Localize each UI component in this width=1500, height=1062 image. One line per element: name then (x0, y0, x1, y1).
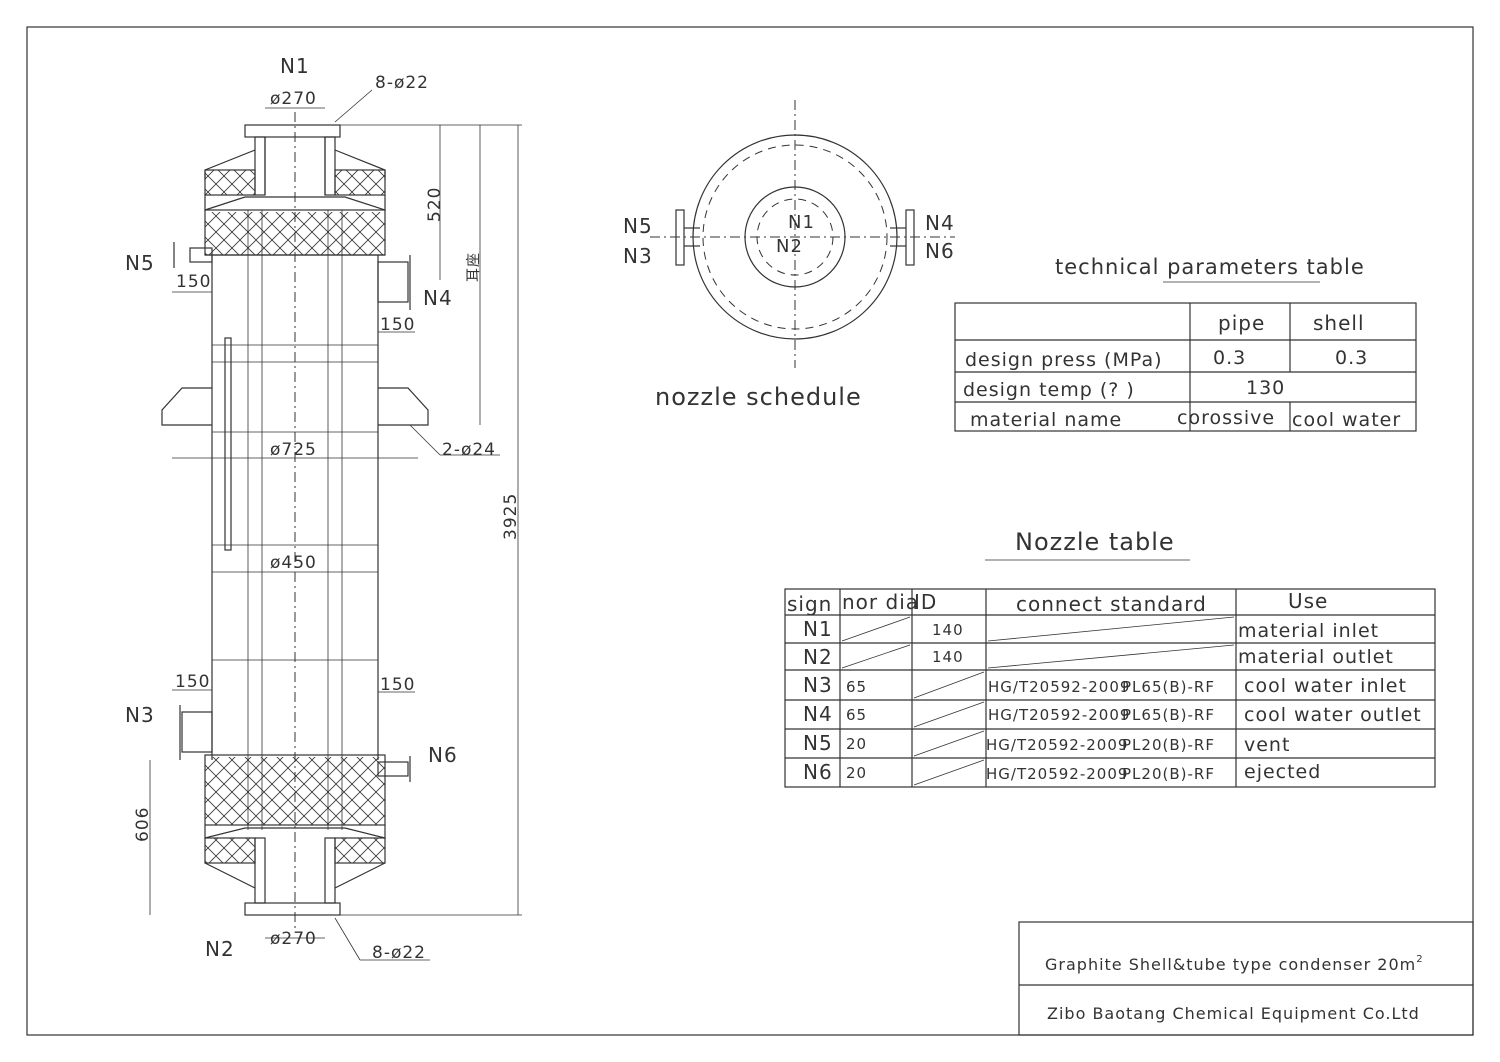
dim-n5-offset: 150 (176, 272, 211, 292)
table-row: N1 140 material inlet (803, 617, 1379, 642)
nozzle-nor: 65 (846, 706, 867, 724)
sheet-border (26, 26, 1474, 1036)
nozzle-sign: N3 (803, 673, 833, 697)
plan-label-n6: N6 (925, 239, 955, 263)
nozzle-table-title: Nozzle table (1015, 528, 1175, 556)
dim-bottom-bolts: 8-ø22 (372, 943, 426, 963)
title-company: Zibo Baotang Chemical Equipment Co.Ltd (1047, 1004, 1420, 1023)
nozzle-use: cool water outlet (1244, 704, 1422, 726)
nozzle-head-nor-dia: nor dia (842, 590, 919, 614)
dim-606: 606 (133, 807, 153, 842)
tech-row-press-shell: 0.3 (1335, 347, 1368, 369)
label-n5: N5 (125, 251, 155, 275)
nozzle-head-sign: sign (787, 592, 832, 616)
nozzle-sign: N2 (803, 645, 833, 669)
nozzle-nor: 20 (846, 735, 867, 753)
plan-label-n4: N4 (925, 211, 955, 235)
plan-caption: nozzle schedule (655, 383, 862, 411)
label-n2: N2 (205, 937, 235, 961)
elevation-view (149, 89, 522, 961)
table-row: N5 20 HG/T20592-2009 PL20(B)-RF vent (803, 731, 1290, 756)
title-product-superscript: 2 (1416, 954, 1423, 965)
dim-inner-dia: ø450 (270, 553, 317, 573)
table-row: N6 20 HG/T20592-2009 PL20(B)-RF ejected (803, 760, 1321, 784)
plan-view (650, 100, 955, 368)
tech-table-grid (954, 302, 1417, 432)
dim-support-holes: 2-ø24 (442, 440, 496, 460)
nozzle-use: material inlet (1238, 620, 1379, 642)
label-n6: N6 (428, 743, 458, 767)
nozzle-nor: 20 (846, 764, 867, 782)
nozzle-use: ejected (1244, 761, 1321, 783)
nozzle-standard-flange: PL65(B)-RF (1122, 706, 1215, 724)
label-n3: N3 (125, 703, 155, 727)
label-support-chinese: 耳座 (466, 252, 482, 282)
nozzle-standard: HG/T20592-2009 (986, 765, 1128, 783)
tech-row-material-label: material name (970, 409, 1122, 431)
nozzle-nor: 65 (846, 678, 867, 696)
nozzle-id: 140 (932, 621, 964, 639)
label-n4: N4 (423, 286, 453, 310)
nozzle-standard-flange: PL20(B)-RF (1122, 736, 1215, 754)
nozzle-sign: N1 (803, 617, 833, 641)
title-block (1018, 921, 1474, 1036)
nozzle-use: vent (1244, 734, 1290, 756)
plan-label-n5: N5 (623, 214, 653, 238)
nozzle-use: cool water inlet (1244, 675, 1407, 697)
nozzle-use: material outlet (1238, 646, 1394, 668)
nozzle-head-standard: connect standard (1016, 592, 1207, 616)
tech-row-material-pipe: corossive (1177, 407, 1275, 429)
nozzle-standard: HG/T20592-2009 (988, 678, 1130, 696)
dim-3925: 3925 (501, 493, 521, 540)
dim-top-flange: ø270 (270, 89, 317, 109)
nozzle-id: 140 (932, 648, 964, 666)
nozzle-head-use: Use (1288, 589, 1328, 613)
dim-top-bolts: 8-ø22 (375, 73, 429, 93)
dim-n6-offset: 150 (380, 675, 415, 695)
tech-table-title: technical parameters table (1055, 255, 1365, 279)
nozzle-standard-flange: PL65(B)-RF (1122, 678, 1215, 696)
plan-label-n2: N2 (776, 236, 803, 257)
table-row: N2 140 material outlet (803, 645, 1394, 669)
tech-row-material-shell: cool water (1292, 409, 1401, 431)
table-row: N3 65 HG/T20592-2009 PL65(B)-RF cool wat… (803, 673, 1407, 697)
title-product: Graphite Shell&tube type condenser 20m2 (1045, 954, 1424, 974)
nozzle-head-id: ID (914, 590, 937, 614)
plan-label-n1: N1 (788, 212, 815, 233)
dim-n3-offset: 150 (175, 672, 210, 692)
nozzle-standard-flange: PL20(B)-RF (1122, 765, 1215, 783)
nozzle-standard: HG/T20592-2009 (988, 706, 1130, 724)
table-row: N4 65 HG/T20592-2009 PL65(B)-RF cool wat… (803, 702, 1422, 726)
tech-col-pipe: pipe (1218, 311, 1265, 335)
tech-row-temp-value: 130 (1246, 377, 1285, 399)
nozzle-sign: N4 (803, 702, 833, 726)
nozzle-table-grid (784, 588, 1436, 788)
plan-label-n3: N3 (623, 244, 653, 268)
nozzle-sign: N5 (803, 731, 833, 755)
dim-520: 520 (425, 187, 445, 222)
nozzle-sign: N6 (803, 760, 833, 784)
tech-col-shell: shell (1313, 311, 1365, 335)
dim-bottom-flange: ø270 (270, 929, 317, 949)
tech-row-press-pipe: 0.3 (1213, 347, 1246, 369)
dim-n4-offset: 150 (380, 315, 415, 335)
dim-shell-dia: ø725 (270, 440, 317, 460)
label-n1: N1 (280, 54, 310, 78)
nozzle-standard: HG/T20592-2009 (986, 736, 1128, 754)
tech-row-temp-label: design temp (? ) (963, 379, 1135, 401)
tech-row-press-label: design press (MPa) (965, 349, 1163, 371)
